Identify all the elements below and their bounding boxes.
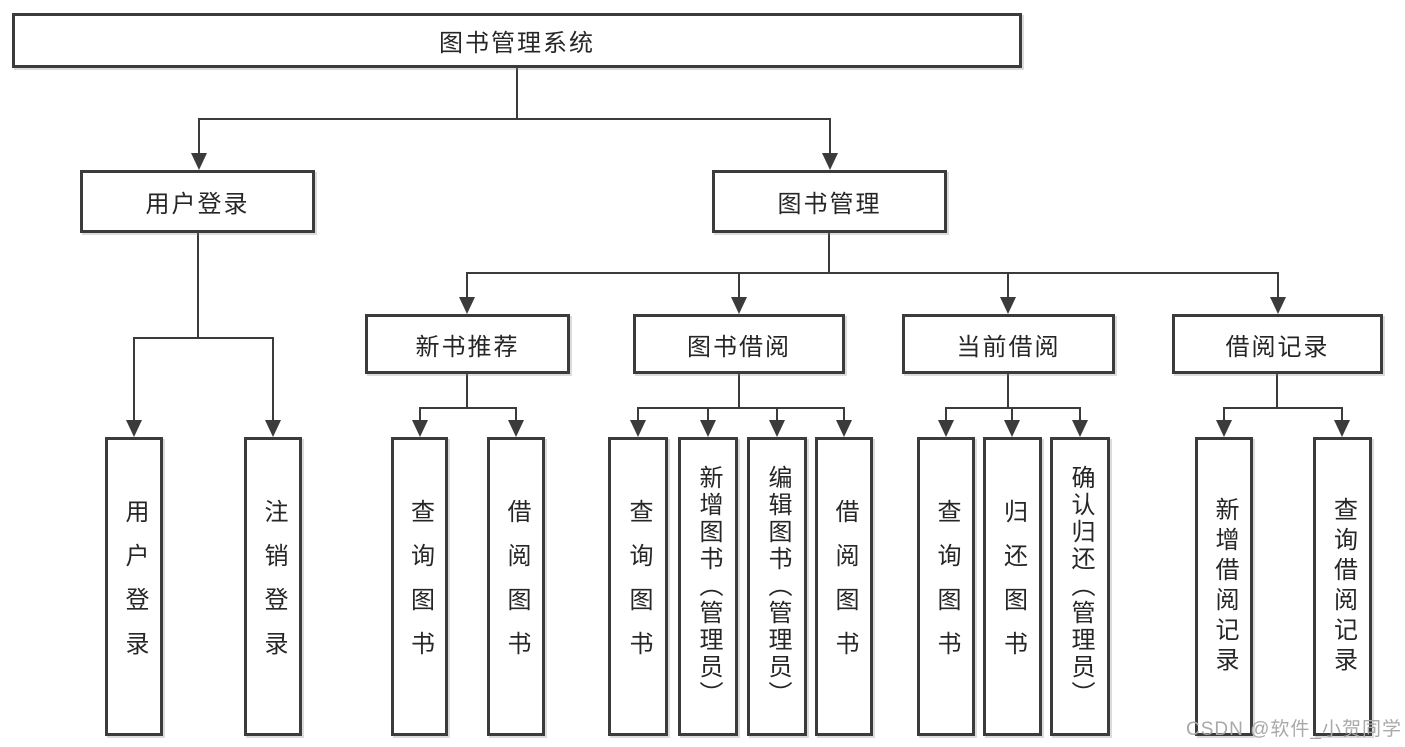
connector-line xyxy=(738,272,740,299)
arrowhead-icon xyxy=(700,420,716,437)
leaf-borrow-book-label: 借阅图书 xyxy=(831,498,858,675)
connector-line xyxy=(707,407,709,422)
leaf-add-book-admin: 新增图书（管理员） xyxy=(678,437,738,736)
leaf-borrow-query-book: 查询图书 xyxy=(608,437,668,736)
arrowhead-icon xyxy=(1216,420,1232,437)
arrowhead-icon xyxy=(938,420,954,437)
node-new-book-rec: 新书推荐 xyxy=(365,314,570,374)
connector-line xyxy=(1277,272,1279,299)
arrowhead-icon xyxy=(1334,420,1350,437)
arrowhead-icon xyxy=(836,420,852,437)
arrowhead-icon xyxy=(1072,420,1088,437)
node-book-mgmt: 图书管理 xyxy=(712,170,947,233)
leaf-user-login-label: 用户登录 xyxy=(121,498,148,675)
connector-line xyxy=(272,337,274,421)
leaf-current-query-book-label: 查询图书 xyxy=(933,498,960,675)
connector-line xyxy=(828,233,830,274)
connector-line xyxy=(133,337,135,421)
leaf-rec-query-book: 查询图书 xyxy=(391,437,448,736)
connector-line xyxy=(198,118,831,120)
connector-line xyxy=(515,407,517,422)
connector-line xyxy=(945,407,1081,409)
arrowhead-icon xyxy=(822,153,838,170)
connector-line xyxy=(637,407,639,422)
connector-line xyxy=(945,407,947,422)
connector-line xyxy=(829,118,831,155)
connector-line xyxy=(1079,407,1081,422)
connector-line xyxy=(466,374,468,408)
arrowhead-icon xyxy=(1270,297,1286,314)
leaf-rec-borrow-book-label: 借阅图书 xyxy=(503,498,530,675)
node-current-borrow: 当前借阅 xyxy=(902,314,1115,374)
node-user-login: 用户登录 xyxy=(80,170,315,233)
node-book-borrow: 图书借阅 xyxy=(633,314,845,374)
arrowhead-icon xyxy=(1004,420,1020,437)
node-book-mgmt-label: 图书管理 xyxy=(777,191,882,218)
leaf-add-borrow-record-label: 新增借阅记录 xyxy=(1211,496,1238,677)
connector-line xyxy=(1007,374,1009,408)
connector-line xyxy=(1223,407,1225,422)
connector-line xyxy=(198,118,200,155)
connector-line xyxy=(419,407,517,409)
node-root: 图书管理系统 xyxy=(12,13,1022,68)
arrowhead-icon xyxy=(508,420,524,437)
arrowhead-icon xyxy=(265,420,281,437)
leaf-return-book-label: 归还图书 xyxy=(999,498,1027,675)
node-new-book-rec-label: 新书推荐 xyxy=(415,333,520,361)
connector-line xyxy=(197,233,199,339)
arrowhead-icon xyxy=(126,420,142,437)
node-current-borrow-label: 当前借阅 xyxy=(956,333,1061,361)
connector-line xyxy=(133,337,273,339)
connector-line xyxy=(843,407,845,422)
connector-line xyxy=(738,374,740,408)
leaf-add-book-admin-label: 新增图书（管理员） xyxy=(695,465,722,708)
connector-line xyxy=(1276,374,1278,408)
arrowhead-icon xyxy=(630,420,646,437)
leaf-current-query-book: 查询图书 xyxy=(917,437,975,736)
leaf-confirm-return-admin-label: 确认归还（管理员） xyxy=(1067,465,1094,708)
connector-line xyxy=(776,407,778,422)
connector-line xyxy=(637,407,844,409)
leaf-edit-book-admin-label: 编辑图书（管理员） xyxy=(764,465,791,708)
arrowhead-icon xyxy=(769,420,785,437)
node-borrow-records-label: 借阅记录 xyxy=(1225,333,1330,361)
leaf-logout-label: 注销登录 xyxy=(260,498,287,675)
connector-line xyxy=(1341,407,1343,422)
connector-line xyxy=(1007,272,1009,299)
leaf-user-login: 用户登录 xyxy=(105,437,163,736)
connector-line xyxy=(466,272,1279,274)
connector-line xyxy=(516,68,518,120)
connector-line xyxy=(419,407,421,422)
node-borrow-records: 借阅记录 xyxy=(1172,314,1383,374)
arrowhead-icon xyxy=(191,153,207,170)
leaf-confirm-return-admin: 确认归还（管理员） xyxy=(1050,437,1110,736)
leaf-borrow-query-book-label: 查询图书 xyxy=(625,498,652,675)
arrowhead-icon xyxy=(731,297,747,314)
connector-line xyxy=(1011,407,1013,422)
node-book-borrow-label: 图书借阅 xyxy=(687,333,791,361)
leaf-borrow-book: 借阅图书 xyxy=(815,437,873,736)
leaf-edit-book-admin: 编辑图书（管理员） xyxy=(747,437,807,736)
node-user-login-label: 用户登录 xyxy=(145,191,250,218)
arrowhead-icon xyxy=(412,420,428,437)
watermark: CSDN @软件_小贺同学 xyxy=(1186,719,1402,740)
leaf-add-borrow-record: 新增借阅记录 xyxy=(1195,437,1253,736)
leaf-logout: 注销登录 xyxy=(244,437,302,736)
leaf-query-borrow-record: 查询借阅记录 xyxy=(1313,437,1372,736)
connector-line xyxy=(1223,407,1343,409)
node-root-label: 图书管理系统 xyxy=(439,30,595,57)
arrowhead-icon xyxy=(459,297,475,314)
leaf-rec-query-book-label: 查询图书 xyxy=(406,498,434,675)
arrowhead-icon xyxy=(1000,297,1016,314)
connector-line xyxy=(466,272,468,299)
leaf-query-borrow-record-label: 查询借阅记录 xyxy=(1329,496,1357,677)
leaf-rec-borrow-book: 借阅图书 xyxy=(487,437,545,736)
leaf-return-book: 归还图书 xyxy=(983,437,1042,736)
